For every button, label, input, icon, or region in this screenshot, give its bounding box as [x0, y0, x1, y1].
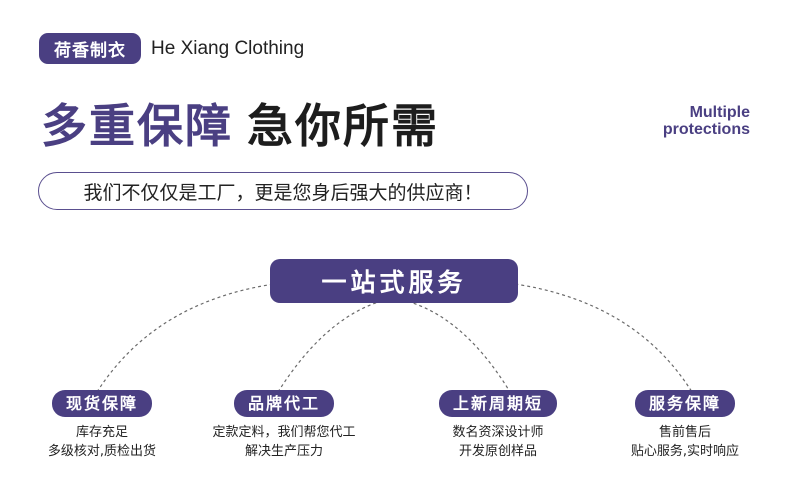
side-label-line1: Multiple	[689, 104, 750, 121]
node-service: 服务保障 售前售后 贴心服务,实时响应	[590, 390, 780, 461]
brand-badge: 荷香制衣	[39, 33, 141, 64]
node-title: 现货保障	[51, 390, 152, 417]
node-new-cycle: 上新周期短 数名资深设计师 开发原创样品	[403, 390, 593, 461]
node-desc-line2: 贴心服务,实时响应	[630, 444, 740, 459]
node-desc-line1: 库存充足	[75, 425, 128, 440]
node-desc-line1: 售前售后	[658, 425, 711, 440]
brand-row: 荷香制衣 He Xiang Clothing	[39, 33, 304, 64]
node-title: 服务保障	[634, 390, 735, 417]
center-pill: 一站式服务	[270, 259, 518, 303]
node-desc-line1: 数名资深设计师	[452, 425, 544, 440]
node-oem: 品牌代工 定款定料，我们帮您代工 解决生产压力	[189, 390, 379, 461]
node-title: 上新周期短	[438, 390, 557, 417]
headline-accent: 多重保障	[41, 99, 233, 153]
node-desc-line2: 解决生产压力	[244, 444, 323, 459]
side-label: Multiple protections	[663, 104, 750, 138]
node-desc-line2: 开发原创样品	[458, 444, 537, 459]
node-stock: 现货保障 库存充足 多级核对,质检出货	[7, 390, 197, 461]
node-desc-line2: 多级核对,质检出货	[47, 444, 157, 459]
node-desc-line1: 定款定料，我们帮您代工	[212, 425, 356, 440]
headline: 多重保障 急你所需	[41, 90, 439, 156]
brand-name-en: He Xiang Clothing	[151, 37, 305, 59]
node-title: 品牌代工	[233, 390, 334, 417]
inner-arc	[277, 297, 511, 393]
headline-main: 急你所需	[247, 99, 439, 153]
side-label-line2: protections	[662, 121, 750, 138]
slogan-box: 我们不仅仅是工厂，更是您身后强大的供应商！	[38, 172, 528, 210]
